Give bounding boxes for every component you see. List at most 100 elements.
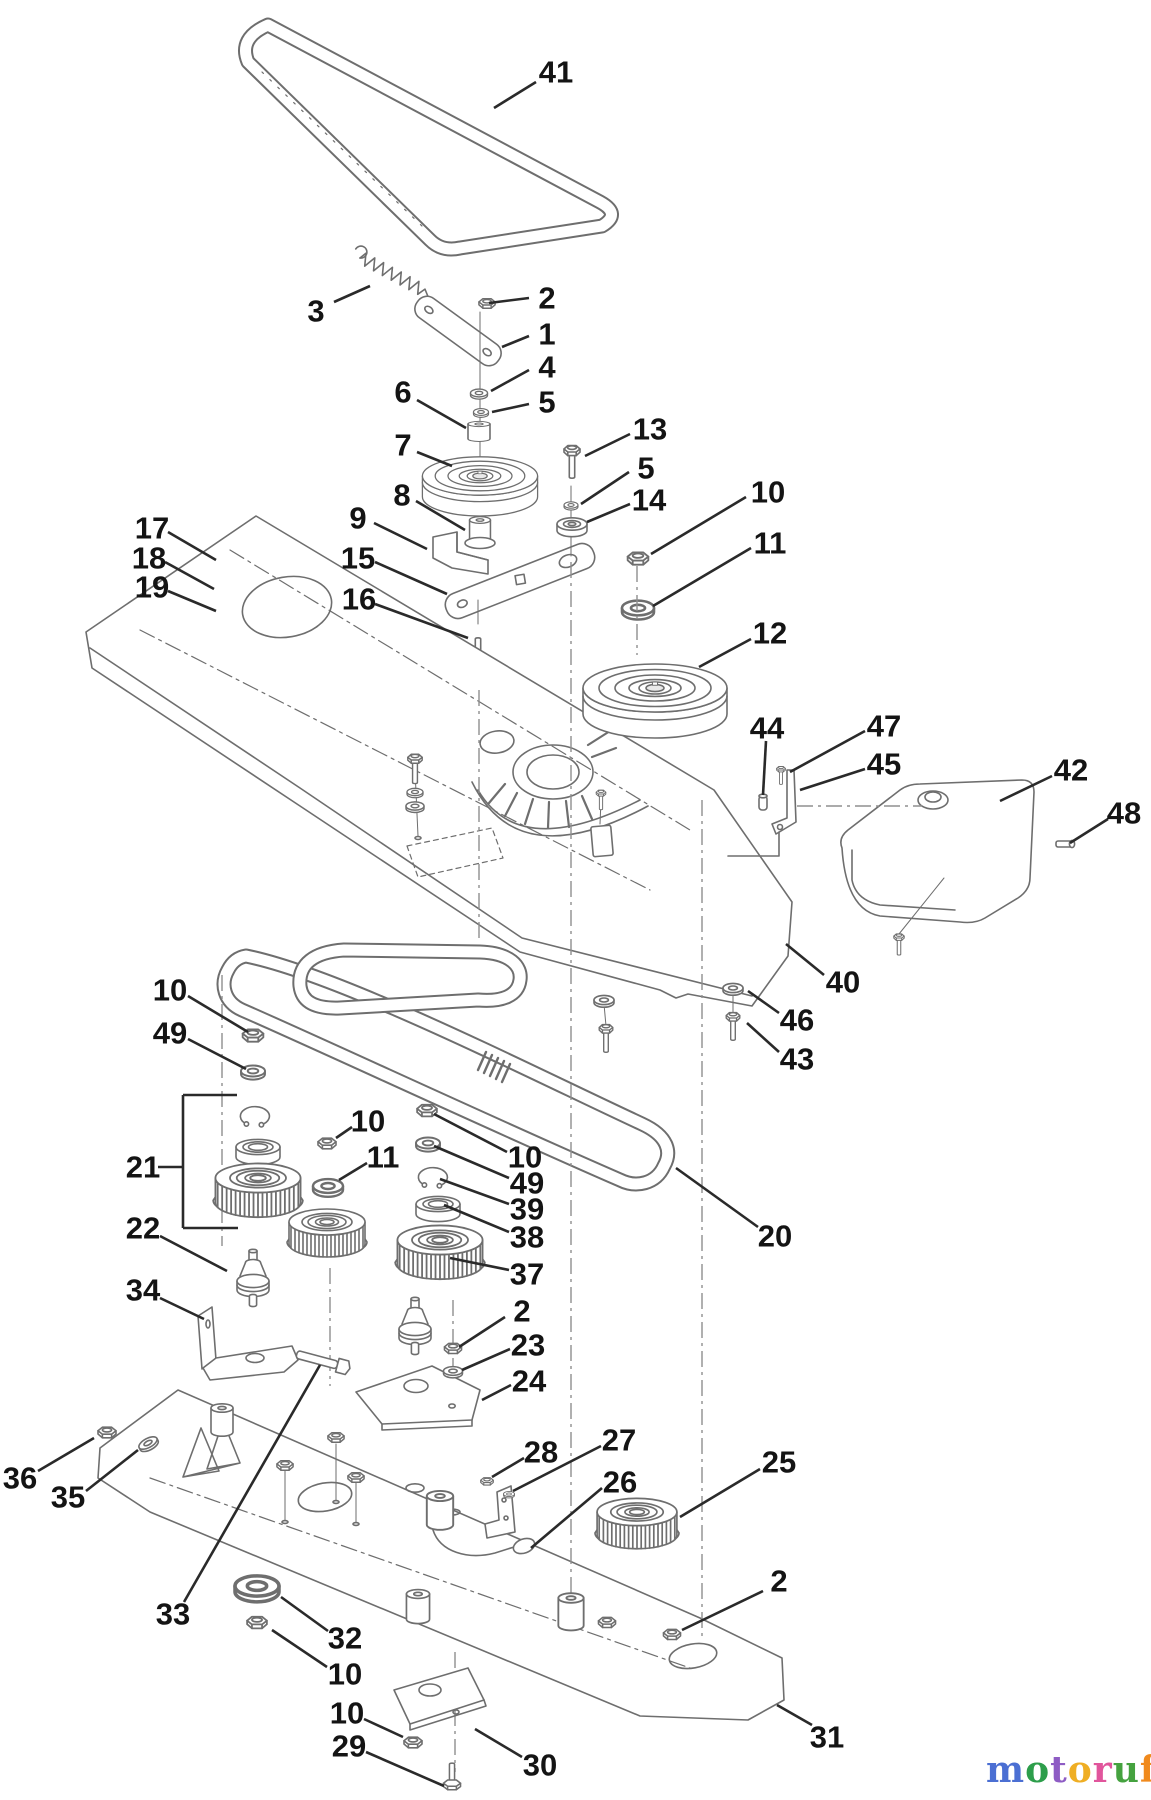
leader-line-37: [449, 1256, 510, 1272]
part-label-49: 49: [153, 1016, 187, 1051]
leader-line-38: [443, 1203, 510, 1234]
leader-line-18: [164, 560, 215, 591]
part-label-25: 25: [762, 1445, 796, 1480]
leader-line-36: [37, 1436, 95, 1473]
part-label-26: 26: [603, 1465, 637, 1500]
part-label-11: 11: [754, 526, 787, 561]
shim-plate-30: [393, 1667, 487, 1731]
leader-line-15: [374, 560, 448, 596]
blower-fins: [487, 729, 618, 830]
leader-line-49: [433, 1144, 510, 1180]
part-label-10: 10: [328, 1657, 362, 1692]
leader-line-22: [159, 1234, 228, 1273]
nut-28: [480, 1477, 494, 1486]
logo-letter[interactable]: m: [986, 1749, 1025, 1791]
spindle-shaft-22: [236, 1248, 270, 1308]
leader-line-46: [747, 989, 780, 1015]
washer-23: [442, 1365, 464, 1379]
part-label-45: 45: [867, 747, 901, 782]
cup-washer-14: [556, 516, 588, 538]
part-label-17: 17: [135, 511, 169, 546]
leader-line-10: [650, 495, 747, 556]
deck-bolt: [598, 1023, 614, 1053]
bolt-13: [563, 444, 581, 480]
bolt-33: [295, 1350, 351, 1376]
leader-line-47: [789, 729, 866, 774]
logo-letter[interactable]: t: [1050, 1749, 1068, 1791]
leader-line-23: [461, 1347, 511, 1372]
part-label-11: 11: [367, 1140, 400, 1175]
bracket-45: [771, 769, 797, 835]
leader-line-28: [491, 1456, 525, 1479]
leader-line-2: [458, 1315, 506, 1349]
motoruf-logo[interactable]: motoruf.de: [986, 1749, 1151, 1791]
rod-26: [432, 1529, 515, 1557]
spindle-shaft: [398, 1296, 432, 1356]
leader-line-4: [490, 368, 530, 393]
part-label-7: 7: [394, 428, 411, 463]
part-label-30: 30: [523, 1748, 557, 1783]
locknut-10: [403, 1736, 423, 1749]
leader-line-44: [761, 740, 768, 796]
toothed-pulley-21: [212, 1162, 304, 1219]
part-label-16: 16: [342, 582, 376, 617]
locknut-10: [246, 1615, 268, 1630]
washer-11: [620, 599, 656, 621]
toothed-pulley-38c: [286, 1208, 368, 1258]
washer-4: [469, 388, 489, 400]
part-label-8: 8: [393, 478, 410, 513]
leader-line-1: [501, 334, 530, 349]
locknut-2: [443, 1342, 463, 1355]
leader-line-27: [512, 1444, 602, 1493]
logo-letter[interactable]: o: [1068, 1749, 1093, 1791]
part-label-33: 33: [156, 1597, 190, 1632]
leader-line-10: [187, 994, 249, 1034]
logo-letter[interactable]: o: [1025, 1749, 1050, 1791]
deck-plate-31: [97, 1389, 785, 1721]
logo-letter[interactable]: r: [1093, 1749, 1113, 1791]
part-label-18: 18: [132, 541, 166, 576]
retaining-ring-39: [417, 1166, 449, 1189]
leader-line-9: [373, 521, 428, 551]
leader-line-24: [481, 1383, 512, 1402]
part-label-5: 5: [538, 385, 555, 420]
leader-line-10: [433, 1112, 508, 1154]
bearing-21: [235, 1138, 281, 1166]
spindle-pulley-12: [582, 663, 728, 739]
leader-line-20: [675, 1166, 759, 1229]
cover-washer: [406, 787, 424, 799]
part-label-46: 46: [780, 1003, 814, 1038]
logo-letter[interactable]: f: [1140, 1749, 1151, 1791]
knob-26: [512, 1537, 536, 1555]
retaining-ring-21: [239, 1105, 271, 1128]
logo-letter[interactable]: u: [1113, 1749, 1140, 1791]
washer-11: [311, 1177, 345, 1199]
deck-plate-hardware: [210, 1403, 682, 1641]
leader-line-30: [474, 1727, 523, 1759]
bolt-29: [442, 1762, 462, 1791]
part-label-2: 2: [770, 1564, 787, 1599]
leader-line-39: [439, 1177, 510, 1206]
timing-belt-20: [216, 942, 676, 1192]
leader-line-25: [679, 1467, 761, 1519]
drive-pulley-25: [594, 1497, 680, 1550]
tension-spring-3: [354, 245, 429, 298]
leader-line-3: [333, 284, 371, 304]
spacer-flange: [464, 536, 496, 550]
leader-line-17: [167, 530, 217, 562]
drive-belt-41: [238, 17, 619, 257]
part-label-36: 36: [3, 1461, 37, 1496]
belt-guard: [471, 781, 649, 837]
angle-bracket-34: [197, 1306, 299, 1381]
part-label-22: 22: [126, 1211, 160, 1246]
washer-5b: [563, 501, 579, 511]
leader-line-42: [999, 774, 1053, 803]
leader-line-6: [416, 398, 467, 430]
part-label-2: 2: [538, 281, 555, 316]
cover-washer: [405, 801, 425, 814]
locknut-10: [317, 1137, 337, 1150]
part-label-34: 34: [126, 1273, 161, 1308]
bracket-9: [432, 531, 489, 575]
toothed-pulley-37: [394, 1224, 486, 1281]
